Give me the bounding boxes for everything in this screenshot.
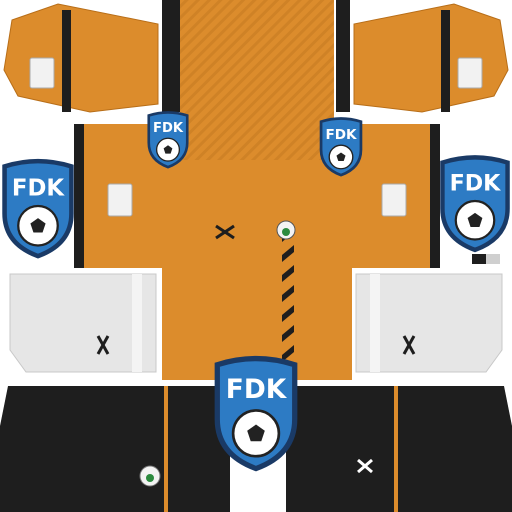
brand-logo-icon [96, 335, 110, 355]
soccer-ball-icon [155, 137, 181, 162]
sock-left [6, 270, 157, 376]
fdk-shield-icon: FDK [438, 155, 512, 253]
brand-logo-icon [357, 458, 373, 474]
soccer-ball-icon [454, 199, 496, 241]
soccer-ball-icon [328, 144, 354, 170]
shorts-left [0, 386, 230, 512]
fdk-shield-icon: FDK [212, 355, 300, 472]
sleeve-patch-icon [457, 57, 483, 89]
sleeve-patch-icon [107, 183, 133, 217]
svg-text:FDK: FDK [12, 175, 65, 201]
crest-icon [139, 465, 161, 487]
soccer-ball-icon [231, 409, 281, 458]
crest-icon [276, 220, 296, 240]
brand-logo-icon [402, 335, 416, 355]
fdk-shield-icon: FDK [146, 111, 190, 169]
svg-text:FDK: FDK [153, 121, 184, 136]
collar-strip-right [336, 0, 350, 112]
sleeve-mid-left [74, 120, 170, 268]
shirt-body [162, 0, 352, 380]
color-swatches [472, 254, 500, 264]
collar-strip-left [162, 0, 180, 112]
soccer-ball-icon [17, 204, 59, 247]
sleeve-patch-icon [29, 57, 55, 89]
fdk-shield-icon: FDK [318, 117, 364, 177]
sleeve-top-right [352, 0, 512, 118]
shorts-right [286, 386, 512, 512]
sleeve-mid-right [344, 120, 440, 268]
svg-text:FDK: FDK [325, 127, 357, 143]
sleeve-patch-icon [381, 183, 407, 217]
svg-text:FDK: FDK [226, 374, 288, 405]
brand-logo-icon [215, 224, 235, 240]
svg-text:FDK: FDK [450, 171, 502, 197]
fdk-shield-icon: FDK [0, 158, 76, 259]
sleeve-top-left [0, 0, 160, 118]
sock-right [355, 270, 506, 376]
